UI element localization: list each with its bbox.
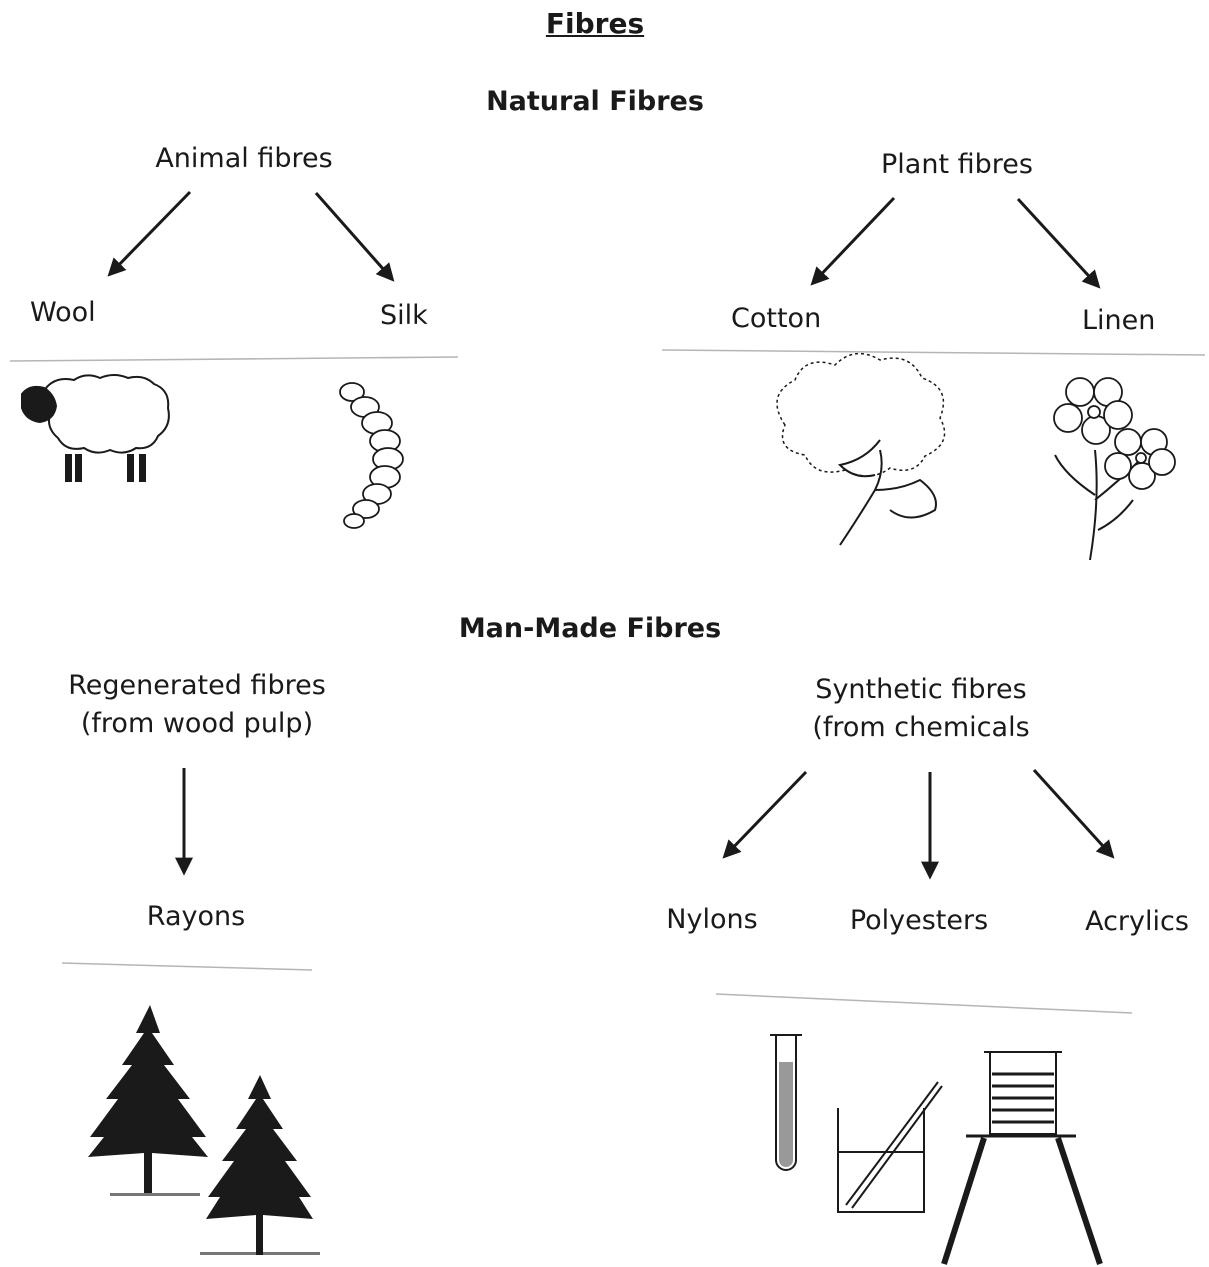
divider-synthetic [715, 993, 1133, 1014]
regenerated-fibres-label: Regenerated fibres [68, 670, 326, 701]
pine-trees-icon [88, 1005, 320, 1255]
polyesters-label: Polyesters [849, 905, 989, 936]
lab-apparatus-icon [770, 1034, 1103, 1265]
regenerated-fibres-source: (from wood pulp) [80, 708, 314, 739]
arrow-animal-to-wool [107, 190, 192, 277]
rayons-label: Rayons [146, 901, 246, 932]
arrow-synthetic-to-nylons [722, 770, 808, 859]
acrylics-label: Acrylics [1085, 906, 1189, 937]
cotton-plant-icon [776, 352, 946, 546]
plant-fibres-label: Plant fibres [881, 149, 1033, 180]
divider-plant [661, 349, 1206, 356]
cotton-label: Cotton [731, 303, 822, 334]
arrow-plant-to-linen [1016, 197, 1101, 289]
synthetic-fibres-label: Synthetic fibres [815, 674, 1027, 705]
arrow-synthetic-to-acrylics [1032, 768, 1115, 859]
flax-flower-icon [1053, 377, 1176, 561]
silk-label: Silk [380, 300, 428, 331]
page-title: Fibres [545, 7, 645, 40]
divider-rayons [61, 962, 313, 971]
nylons-label: Nylons [666, 904, 758, 935]
linen-label: Linen [1082, 305, 1156, 336]
sheep-icon [21, 374, 170, 482]
natural-fibres-heading: Natural Fibres [486, 86, 704, 117]
silkworm-icon [339, 382, 404, 529]
arrow-animal-to-silk [314, 192, 395, 282]
divider-animal [9, 356, 459, 362]
arrow-plant-to-cotton [810, 196, 896, 286]
animal-fibres-label: Animal fibres [155, 143, 333, 174]
man-made-fibres-heading: Man-Made Fibres [458, 613, 722, 644]
synthetic-fibres-source: (from chemicals [812, 712, 1030, 743]
wool-label: Wool [30, 297, 96, 328]
